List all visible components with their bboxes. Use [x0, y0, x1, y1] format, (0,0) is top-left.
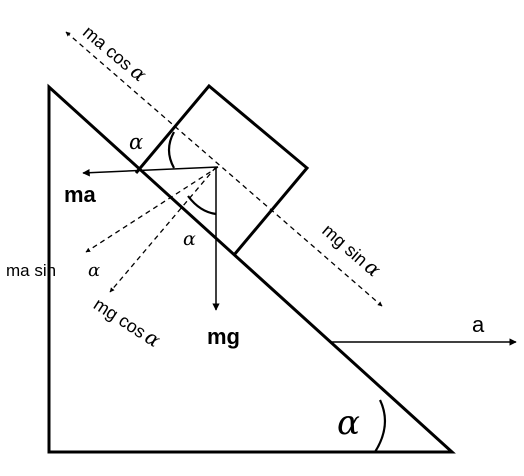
label-alpha-upper: α: [129, 130, 143, 154]
ma-sin-arrow: [85, 166, 219, 253]
label-mg-sin: mg sin: [318, 220, 371, 270]
block: [134, 83, 310, 256]
label-ma-cos: ma cos: [79, 22, 136, 75]
label-a: a: [472, 312, 485, 337]
label-mg-cos: mg cos: [90, 294, 150, 342]
label-alpha-mid: α: [183, 228, 196, 250]
label-ma-sin-alpha: α: [88, 260, 100, 281]
label-ma: ma: [64, 182, 97, 207]
ma-arrow: [82, 166, 219, 177]
label-mg-cos-group: mg cos α: [90, 294, 165, 352]
angle-arc-lower: [187, 195, 217, 216]
mg-cos-arrow: [109, 166, 217, 293]
incline-axis-dashed-line: [65, 31, 383, 307]
angle-arc-base: [374, 399, 387, 453]
label-ma-sin: ma sin: [6, 261, 56, 280]
label-mg-sin-group: mg sin α: [318, 220, 386, 282]
incline-triangle: [47, 83, 456, 454]
label-mg: mg: [207, 324, 240, 349]
angle-arc-upper: [167, 131, 175, 169]
label-alpha-base: α: [337, 403, 360, 443]
